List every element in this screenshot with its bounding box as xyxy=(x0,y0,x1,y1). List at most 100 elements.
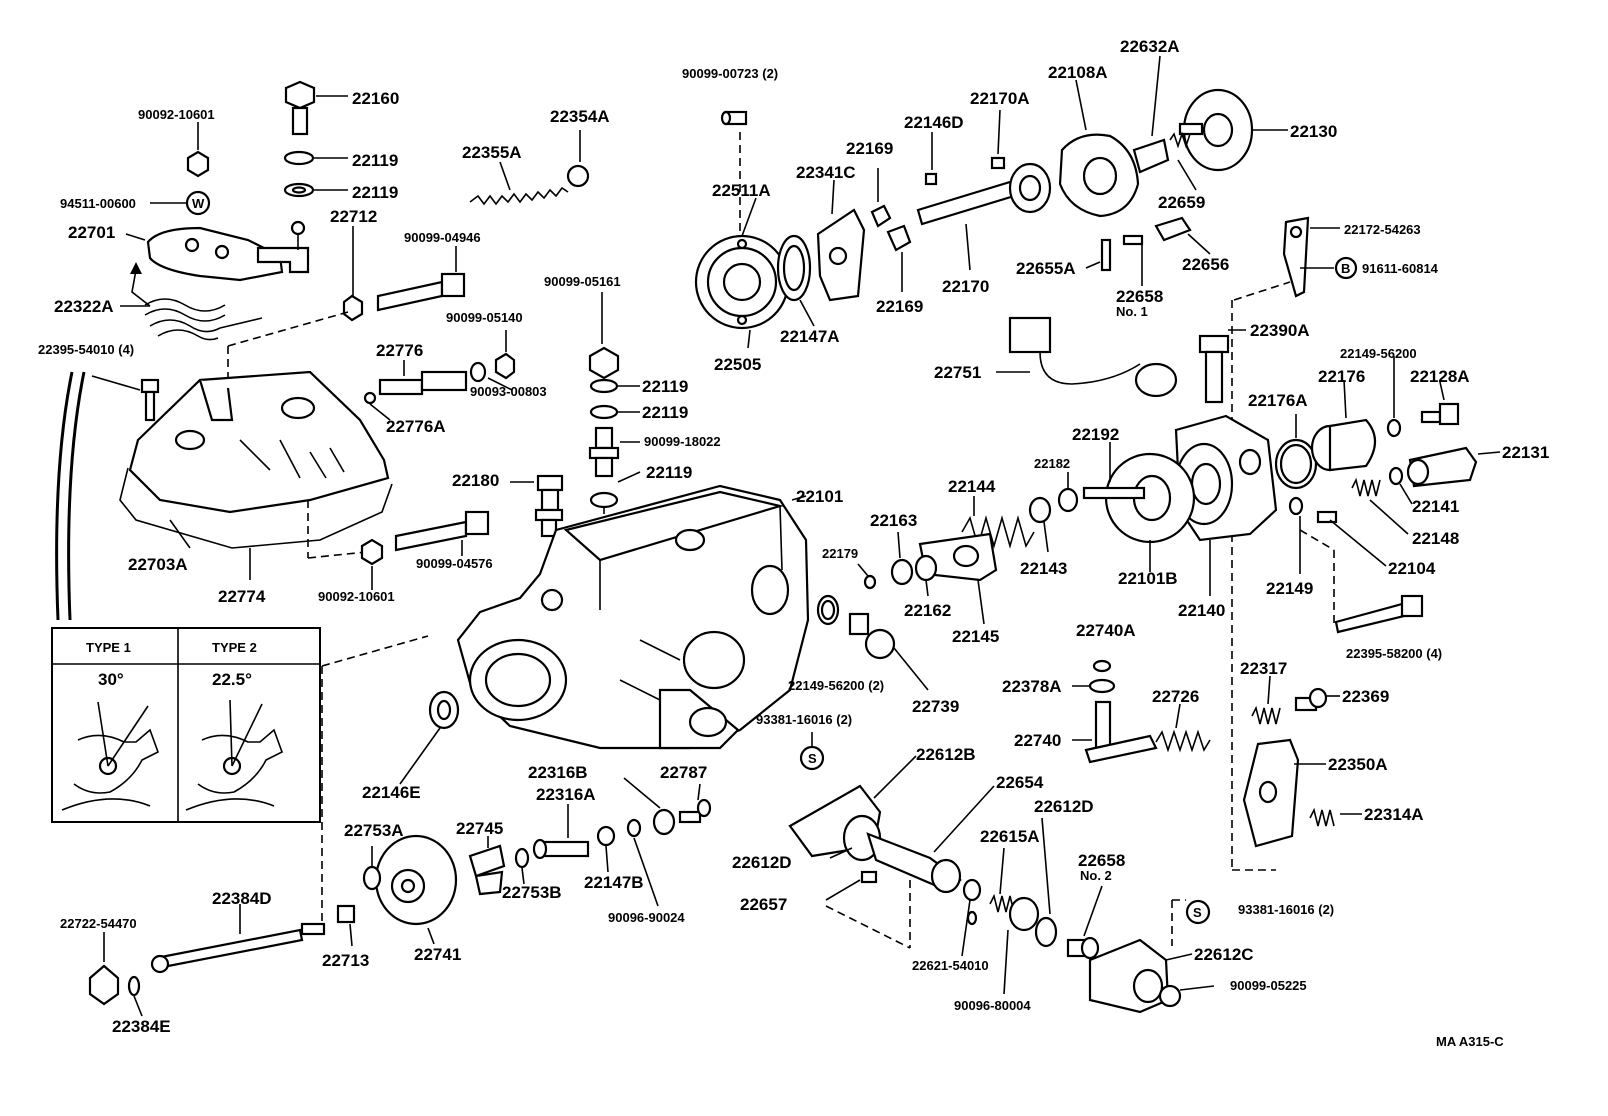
label-22130: 22130 xyxy=(1290,122,1337,141)
label-90099-04946: 90099-04946 xyxy=(404,230,481,245)
label-22787: 22787 xyxy=(660,763,707,782)
label-90099-05225: 90099-05225 xyxy=(1230,978,1307,993)
label-22149: 22149 xyxy=(1266,579,1313,598)
label-22740: 22740 xyxy=(1014,731,1061,750)
label-22657: 22657 xyxy=(740,895,787,914)
label-22149-56200-a: 22149-56200 xyxy=(1340,346,1417,361)
screw-91611-60814 xyxy=(1300,256,1358,280)
washer-22119-top xyxy=(283,150,348,198)
label-22659: 22659 xyxy=(1158,193,1205,212)
label-22101: 22101 xyxy=(796,487,843,506)
label-93381-16016-b: 93381-16016 (2) xyxy=(1238,902,1334,917)
cover-22612C xyxy=(1088,938,1215,1014)
weights-22745 xyxy=(468,836,506,896)
washer-22147B xyxy=(514,818,659,907)
washer-22621-54010 xyxy=(961,878,982,957)
washers-22163-22162 xyxy=(857,531,938,597)
label-22143: 22143 xyxy=(1020,559,1067,578)
label-22739: 22739 xyxy=(912,697,959,716)
label-22656: 22656 xyxy=(1182,255,1229,274)
label-22713: 22713 xyxy=(322,951,369,970)
label-22145: 22145 xyxy=(952,627,999,646)
label-90096-80004: 90096-80004 xyxy=(954,998,1031,1013)
label-22147A: 22147A xyxy=(780,327,840,346)
label-22170A: 22170A xyxy=(970,89,1030,108)
roller-22316A xyxy=(532,804,590,860)
label-22612C: 22612C xyxy=(1194,945,1254,964)
label-22511A: 22511A xyxy=(712,181,771,200)
valve-22180 xyxy=(510,474,564,538)
label-22160: 22160 xyxy=(352,89,399,108)
washer-22149-56200 xyxy=(1386,356,1402,438)
spring-22615A xyxy=(989,847,1015,913)
label-22316A: 22316A xyxy=(536,785,596,804)
label-22740A: 22740A xyxy=(1076,621,1136,640)
label-90093-00803: 90093-00803 xyxy=(470,384,547,399)
cam-plate-22341C xyxy=(816,179,866,302)
nut-90092-10601-b xyxy=(360,538,384,590)
pump-housing-22101 xyxy=(456,484,810,750)
gear-22108A xyxy=(1058,79,1140,218)
lever-22740 xyxy=(1072,700,1158,764)
pulley-22130 xyxy=(1178,88,1288,172)
screw-90099-00723 xyxy=(720,110,748,126)
label-22378A: 22378A xyxy=(1002,677,1062,696)
label-22753A: 22753A xyxy=(344,821,404,840)
label-22658-no2: No. 2 xyxy=(1080,868,1112,883)
label-22179: 22179 xyxy=(822,546,858,561)
label-22101B: 22101B xyxy=(1118,569,1178,588)
footer-code: MA A315-C xyxy=(1436,1034,1504,1049)
label-22317: 22317 xyxy=(1240,659,1287,678)
label-91611-60814: 91611-60814 xyxy=(1362,261,1439,276)
label-22119-d: 22119 xyxy=(642,403,688,422)
coupling-22169 xyxy=(870,168,912,292)
drive-shaft-22170 xyxy=(916,162,1052,271)
label-22316B: 22316B xyxy=(528,763,588,782)
label-22119-a: 22119 xyxy=(352,151,398,170)
type-inset-box xyxy=(51,627,321,823)
washer-22141 xyxy=(1388,466,1413,505)
label-22354A: 22354A xyxy=(550,107,610,126)
label-22149-56200-b: 22149-56200 (2) xyxy=(788,678,884,693)
key-22713 xyxy=(336,904,356,947)
label-22192: 22192 xyxy=(1072,425,1119,444)
label-22119-e: 22119 xyxy=(646,463,692,482)
label-22169-a: 22169 xyxy=(846,139,893,158)
screw-s-93381-b xyxy=(1185,899,1211,925)
label-90096-90024: 90096-90024 xyxy=(608,910,685,925)
spring-22148 xyxy=(1351,477,1409,535)
screw-22658 xyxy=(1122,234,1144,286)
screw-b-icon: B xyxy=(1341,261,1350,276)
valve-holder-22176 xyxy=(1310,379,1377,472)
spring-22726 xyxy=(1155,703,1211,753)
label-angle-2: 22.5° xyxy=(212,670,252,689)
label-22621-54010: 22621-54010 xyxy=(912,958,989,973)
label-22182: 22182 xyxy=(1034,456,1070,471)
bolt-22128A xyxy=(1420,381,1460,426)
label-22395-58200: 22395-58200 (4) xyxy=(1346,646,1442,661)
label-22169-b: 22169 xyxy=(876,297,923,316)
label-22131: 22131 xyxy=(1502,443,1549,462)
label-22612B: 22612B xyxy=(916,745,976,764)
label-22658-no1: No. 1 xyxy=(1116,304,1148,319)
label-22615A: 22615A xyxy=(980,827,1040,846)
label-22658: 22658 xyxy=(1116,287,1163,306)
label-22180: 22180 xyxy=(452,471,499,490)
label-22108A: 22108A xyxy=(1048,63,1108,82)
spring-22659 xyxy=(1169,131,1197,191)
hose-line xyxy=(55,371,74,621)
washer-22147A xyxy=(776,234,815,327)
pin-22655A xyxy=(1085,238,1112,272)
washer-w-icon: W xyxy=(192,196,205,211)
shaft-22384D xyxy=(150,904,326,974)
bolt-22160 xyxy=(284,80,348,136)
spring-22144 xyxy=(961,496,1035,549)
label-90099-05140: 90099-05140 xyxy=(446,310,523,325)
nut-22712 xyxy=(342,226,364,322)
plug-90099-05161 xyxy=(588,292,641,509)
bracket-22172-54263 xyxy=(1282,216,1340,298)
spring-22317 xyxy=(1251,675,1281,725)
label-22726: 22726 xyxy=(1152,687,1199,706)
label-22741: 22741 xyxy=(414,945,461,964)
